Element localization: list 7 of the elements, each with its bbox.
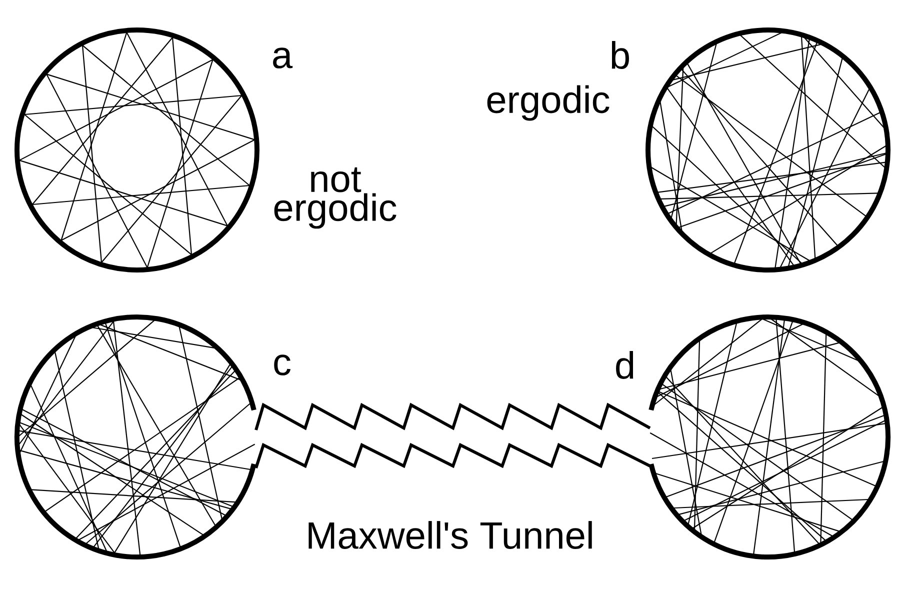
tunnel-label: Maxwell's Tunnel — [308, 521, 592, 549]
ergodicity-label: ergodic — [487, 85, 610, 121]
panel-letter: d — [616, 351, 634, 379]
panel-letter: b — [612, 41, 629, 69]
panel-letter: c — [274, 354, 290, 376]
panel-letter: a — [273, 48, 293, 68]
ergodicity-label: not ergodic — [274, 167, 396, 229]
